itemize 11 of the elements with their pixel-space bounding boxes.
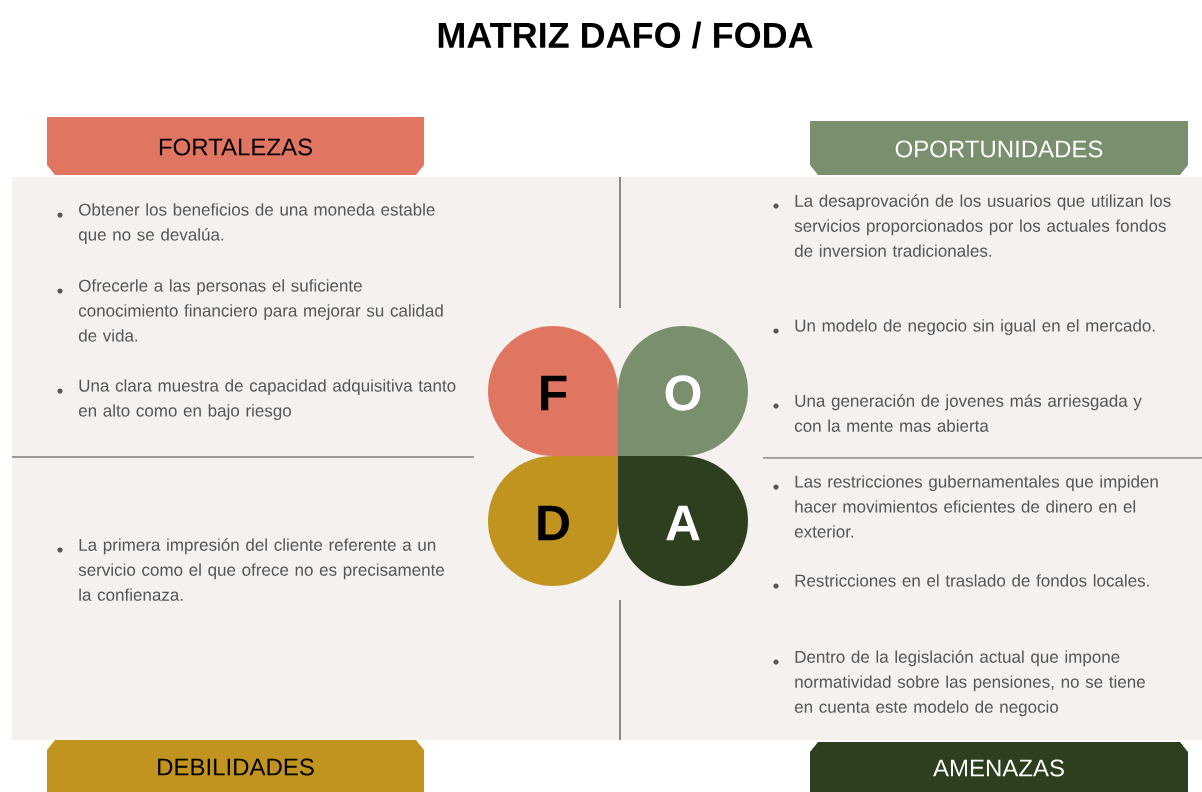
bullet-text: La desaprovación de los usuarios que utilizan los servicios proporcionados por los actuales fondos de inversion tradicionales. bbox=[794, 194, 1171, 257]
header-tab: AMENAZAS bbox=[810, 742, 1188, 792]
bullet-text: Una generación de jovenes más arriesgada y con la mente mas abierta bbox=[794, 394, 1142, 432]
header-tab: OPORTUNIDADES bbox=[810, 121, 1188, 175]
bullet-text: Obtener los beneficios de una moneda estable que no se devalúa. bbox=[78, 203, 435, 245]
header-tab: FORTALEZAS bbox=[47, 117, 424, 175]
bullet-text: Las restricciones gubernamentales que impiden hacer movimientos eficientes de dinero en el exterior. bbox=[794, 475, 1158, 538]
title: MATRIZ DAFO / FODA bbox=[438, 21, 813, 49]
bullet-text: Dentro de la legislación actual que impone normatividad sobre las pensiones, no se tiene en cuenta este modelo de negocio bbox=[794, 650, 1145, 717]
header-tab: DEBILIDADES bbox=[47, 740, 424, 792]
bullet-text: Una clara muestra de capacidad adquisitiva tanto en alto como en bajo riesgo bbox=[78, 379, 456, 421]
